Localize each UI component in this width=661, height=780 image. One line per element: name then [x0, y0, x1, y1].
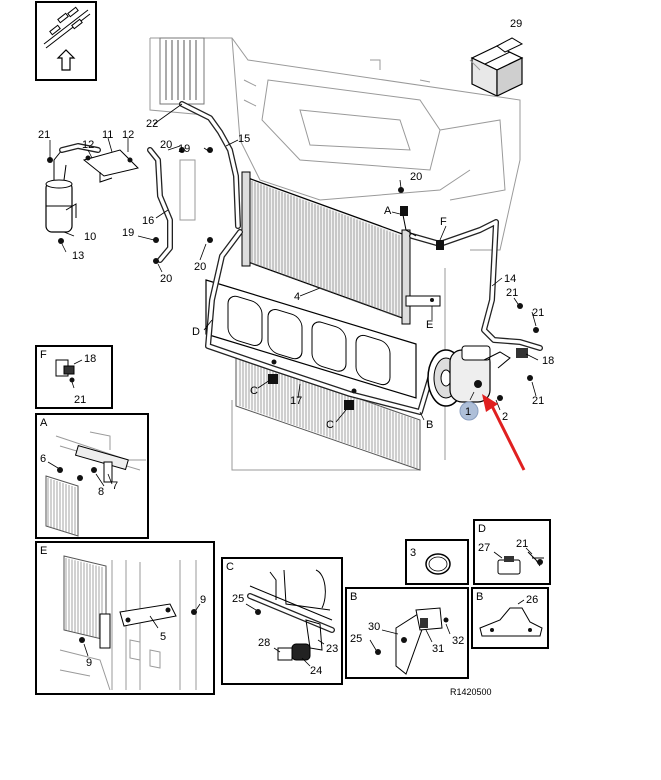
callout-18-main: 18	[542, 355, 554, 367]
callout-21-bottom: 21	[532, 395, 544, 407]
orientation-icon	[35, 1, 97, 81]
detail-3-number: 3	[410, 547, 416, 559]
callout-20-low: 20	[160, 273, 172, 285]
detail-F-18: 18	[84, 353, 96, 365]
callout-A-main: A	[384, 205, 392, 217]
callout-19-top: 19	[178, 143, 190, 155]
condenser	[241, 171, 411, 325]
detail-C-25: 25	[232, 593, 244, 605]
detail-A-letter: A	[40, 417, 48, 429]
detail-D: D 27 21	[473, 519, 551, 585]
detail-B1-30: 30	[368, 621, 380, 633]
callout-1-highlight	[459, 401, 479, 421]
callout-13: 13	[72, 250, 84, 262]
callout-12-left: 12	[82, 139, 94, 151]
callout-B-main: B	[426, 419, 433, 431]
detail-D-27: 27	[478, 542, 490, 554]
detail-B1-25: 25	[350, 633, 362, 645]
detail-D-21: 21	[516, 538, 528, 550]
detail-C-28: 28	[258, 637, 270, 649]
detail-F-letter: F	[40, 349, 47, 361]
callout-D-main: D	[192, 326, 200, 338]
callout-16: 16	[142, 215, 154, 227]
callout-14: 14	[504, 273, 516, 285]
drier-bracket	[82, 149, 139, 183]
callout-29: 29	[510, 18, 522, 30]
callout-21-pipe: 21	[506, 287, 518, 299]
callout-E-main: E	[426, 319, 433, 331]
callout-10: 10	[84, 231, 96, 243]
red-pointer-arrow	[482, 394, 526, 471]
callout-20-top: 20	[160, 139, 172, 151]
detail-B2-letter: B	[476, 591, 483, 603]
detail-C-24: 24	[310, 665, 322, 677]
callout-4: 4	[294, 291, 300, 303]
detail-A-7: 7	[112, 480, 118, 492]
callout-20-mid: 20	[194, 261, 206, 273]
ac-compressor	[427, 345, 511, 407]
detail-3: 3	[405, 539, 469, 585]
callout-21-drier: 21	[38, 129, 50, 141]
pipe-clips	[153, 147, 539, 410]
callout-19-mid: 19	[122, 227, 134, 239]
detail-C: C 25 23 28 24	[221, 557, 343, 685]
callout-11: 11	[102, 129, 113, 141]
leader-lines	[49, 103, 539, 423]
diagram-reference-code: R1420500	[450, 687, 492, 697]
front-frame	[205, 279, 417, 399]
detail-E-5: 5	[160, 631, 166, 643]
detail-F: F 18 21	[35, 345, 113, 409]
detail-B-clip: B 26	[471, 587, 549, 649]
detail-B2-26: 26	[526, 594, 538, 606]
detail-E-9-top: 9	[200, 594, 206, 606]
detail-C-letter: C	[226, 561, 234, 573]
detail-A: A 6 8 7	[35, 413, 149, 539]
detail-A-8: 8	[98, 486, 104, 498]
detail-C-23: 23	[326, 643, 338, 655]
callout-C-left: C	[250, 385, 258, 397]
detail-E-9-bottom: 9	[86, 657, 92, 669]
detail-F-21: 21	[74, 394, 86, 406]
detail-D-letter: D	[478, 523, 486, 535]
callout-20-right: 20	[410, 171, 422, 183]
package-icon	[470, 37, 524, 97]
callout-21-right: 21	[532, 307, 544, 319]
callout-12-right: 12	[122, 129, 134, 141]
callout-C-mid: C	[326, 419, 334, 431]
callout-F-main: F	[440, 216, 447, 228]
detail-E-letter: E	[40, 545, 47, 557]
detail-B1-31: 31	[432, 643, 444, 655]
detail-B1-letter: B	[350, 591, 357, 603]
grille-top	[159, 37, 205, 105]
receiver-drier	[45, 149, 77, 244]
callout-22: 22	[146, 118, 158, 130]
detail-B1-32: 32	[452, 635, 464, 647]
callout-17: 17	[290, 395, 302, 407]
callout-15: 15	[238, 133, 250, 145]
refrigerant-pipes	[59, 101, 543, 415]
detail-A-6: 6	[40, 453, 46, 465]
detail-E: E 9 5 9	[35, 541, 215, 695]
front-body-structure	[149, 37, 521, 471]
detail-B-bracket: B 30 25 31 32	[345, 587, 469, 679]
callout-2: 2	[502, 411, 508, 423]
callout-1: 1	[465, 406, 471, 418]
